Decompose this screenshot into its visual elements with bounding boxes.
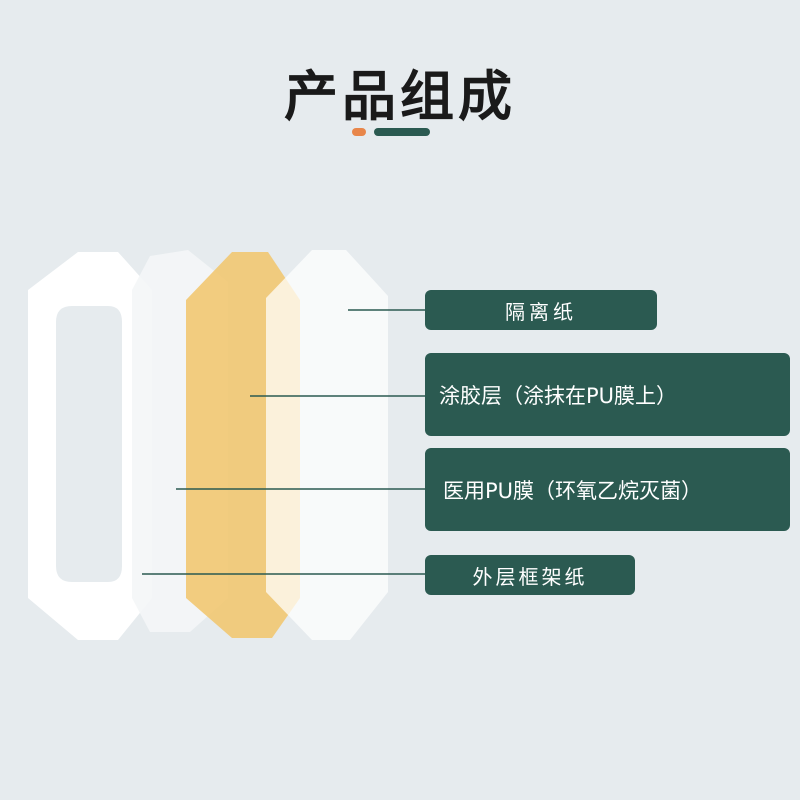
page-title: 产品组成: [284, 64, 516, 128]
release-paper-layer: [266, 250, 388, 640]
label-release-paper: 隔离纸: [425, 290, 657, 330]
title-decoration-dot: [352, 128, 366, 136]
label-frame-paper: 外层框架纸: [425, 555, 635, 595]
label-pu-film: 医用PU膜（环氧乙烷灭菌）: [425, 448, 790, 531]
title-decoration-bar: [374, 128, 430, 136]
label-adhesive-layer: 涂胶层（涂抹在PU膜上）: [425, 353, 790, 436]
